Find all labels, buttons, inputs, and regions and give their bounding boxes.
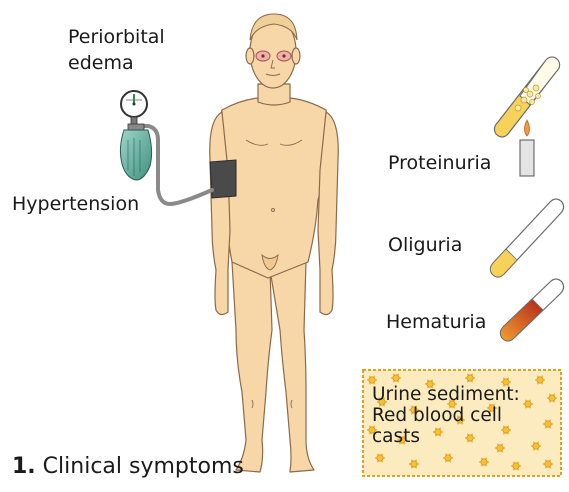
proteinuria-label: Proteinuria [388, 152, 491, 174]
human-body [210, 16, 339, 472]
candle-icon [520, 120, 534, 176]
sediment-line2: Red blood cell [372, 405, 520, 426]
sediment-line1: Urine sediment: [372, 384, 520, 405]
caption-number: 1. [12, 454, 36, 479]
sediment-text: Urine sediment: Red blood cell casts [372, 384, 520, 447]
hematuria-test-tube-icon [500, 279, 563, 341]
periorbital-label-line1: Periorbital [68, 26, 165, 48]
bp-gauge-icon [121, 91, 147, 125]
periorbital-label-line2: edema [68, 52, 134, 74]
bp-tube [140, 126, 212, 204]
bp-bulb-icon [120, 124, 151, 180]
hypertension-label: Hypertension [12, 193, 139, 215]
hematuria-label: Hematuria [386, 311, 486, 333]
oliguria-label: Oliguria [388, 234, 462, 256]
figure-caption: 1. Clinical symptoms [12, 454, 244, 479]
oliguria-test-tube-icon [490, 199, 563, 277]
caption-text: Clinical symptoms [43, 454, 244, 479]
sediment-line3: casts [372, 426, 520, 447]
